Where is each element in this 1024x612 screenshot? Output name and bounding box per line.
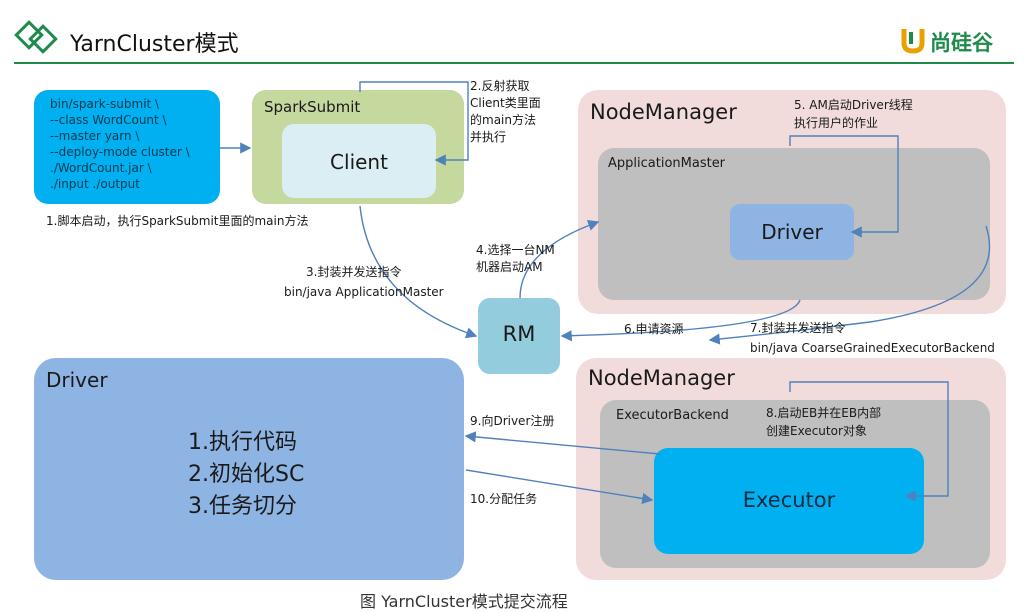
step-7-label: 7.封装并发送指令 bin/java CoarseGrainedExecutor… <box>750 321 995 355</box>
command-line: ./WordCount.jar \ <box>50 161 152 175</box>
command-line: --class WordCount \ <box>50 113 167 127</box>
nodemanager-top-box: NodeManager ApplicationMaster Driver <box>578 90 1006 314</box>
step-9-label: 9.向Driver注册 <box>470 414 555 428</box>
arrow-6 <box>560 299 801 342</box>
sparksubmit-box: SparkSubmit Client <box>252 90 464 204</box>
arrow-10 <box>465 469 654 504</box>
arrow-3 <box>359 205 478 339</box>
arrow-4 <box>519 220 600 299</box>
rm-label: RM <box>502 322 536 346</box>
step-10-label: 10.分配任务 <box>470 492 538 506</box>
client-label: Client <box>330 150 388 174</box>
arrow-9 <box>464 431 661 455</box>
applicationmaster-box: ApplicationMaster Driver <box>598 148 990 300</box>
sparksubmit-title: SparkSubmit <box>264 98 361 116</box>
arrow-7 <box>708 225 991 345</box>
command-line: --master yarn \ <box>50 129 140 143</box>
u-logo-icon <box>901 29 925 54</box>
command-line: --deploy-mode cluster \ <box>50 145 190 159</box>
client-box: Client <box>282 124 436 198</box>
header-logo <box>14 18 62 58</box>
step-4-label: 4.选择一台NM 机器启动AM <box>476 243 555 274</box>
step-8-label: 8.启动EB并在EB内部 创建Executor对象 <box>766 406 882 438</box>
step-6-label: 6.申请资源 <box>624 322 684 336</box>
command-line: ./input ./output <box>50 177 140 191</box>
step-5-label: 5. AM启动Driver线程 执行用户的作业 <box>794 98 913 130</box>
driver-task-item: 2.初始化SC <box>188 462 305 487</box>
brand-logo: 尚硅谷 <box>900 26 1020 56</box>
executorbackend-box: ExecutorBackend Executor <box>600 400 990 568</box>
executorbackend-title: ExecutorBackend <box>616 408 729 423</box>
driver-panel-title: Driver <box>46 368 108 392</box>
driver-label: Driver <box>761 220 823 244</box>
arrow-2 <box>359 81 469 166</box>
executor-label: Executor <box>742 488 836 512</box>
arrow-8 <box>789 381 949 502</box>
applicationmaster-title: ApplicationMaster <box>608 156 726 171</box>
nodemanager-bottom-title: NodeManager <box>588 366 735 390</box>
rm-box: RM <box>478 298 560 374</box>
nodemanager-bottom-box: NodeManager ExecutorBackend Executor <box>576 358 1006 580</box>
driver-box: Driver <box>730 204 854 260</box>
header-divider <box>14 62 1014 64</box>
executor-box: Executor <box>654 448 924 554</box>
step-2-label: 2.反射获取 Client类里面 的main方法 并执行 <box>470 79 541 144</box>
brand-name: 尚硅谷 <box>930 31 993 55</box>
figure-caption: 图 YarnCluster模式提交流程 <box>360 592 568 611</box>
arrow-5 <box>789 135 899 238</box>
nodemanager-top-title: NodeManager <box>590 100 737 124</box>
submit-command-box: bin/spark-submit \ --class WordCount \ -… <box>34 90 220 204</box>
step-1-label: 1.脚本启动，执行SparkSubmit里面的main方法 <box>46 214 309 228</box>
page-title: YarnCluster模式 <box>70 32 239 57</box>
driver-panel: Driver 1.执行代码 2.初始化SC 3.任务切分 <box>34 358 464 580</box>
driver-task-item: 1.执行代码 <box>188 430 297 455</box>
step-3-label: 3.封装并发送指令 bin/java ApplicationMaster <box>284 265 444 299</box>
command-line: bin/spark-submit \ <box>50 97 160 111</box>
driver-task-item: 3.任务切分 <box>188 494 297 519</box>
double-diamond-icon <box>14 20 58 54</box>
